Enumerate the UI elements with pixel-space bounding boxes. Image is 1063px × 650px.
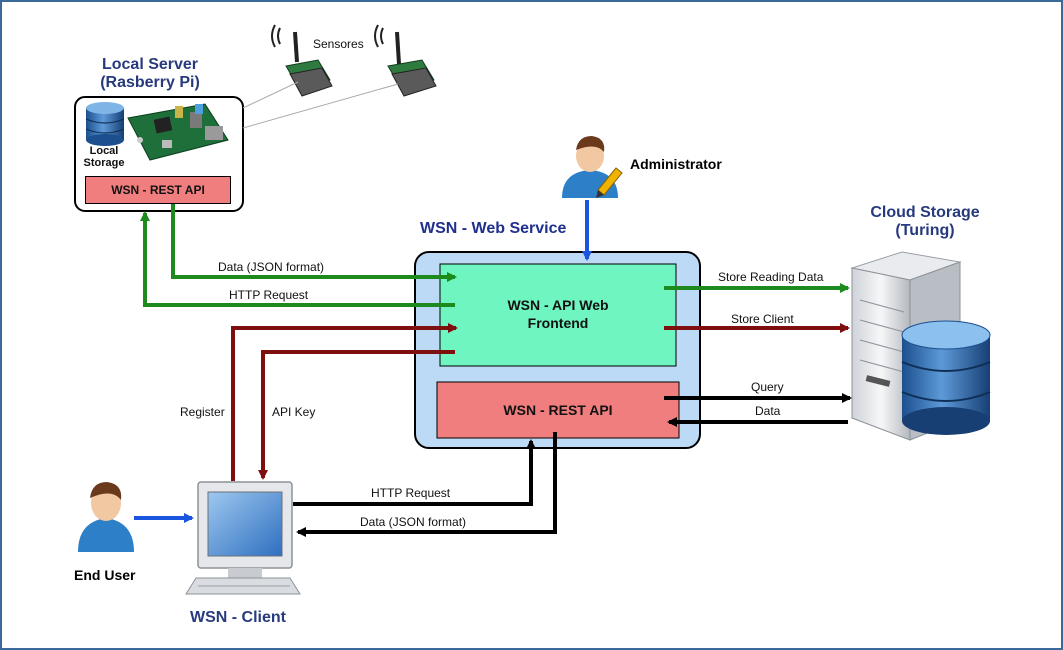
- local-rest-api-label: WSN - REST API: [111, 183, 205, 197]
- arrow-data-json-to-client: [296, 432, 557, 537]
- edge-label-api-key: API Key: [272, 405, 316, 419]
- edge-label-store-client: Store Client: [731, 312, 794, 326]
- arrow-http-request-to-local-server: [140, 211, 455, 307]
- administrator-label: Administrator: [630, 156, 722, 172]
- sensor-node-1-icon: [271, 24, 333, 97]
- local-storage-label: Local Storage: [78, 145, 130, 169]
- cloud-storage-title-line2: (Turing): [895, 222, 955, 239]
- api-web-frontend-label-line2: Frontend: [527, 315, 589, 331]
- edge-label-query: Query: [751, 380, 784, 394]
- sensors-label: Sensores: [313, 37, 364, 51]
- cloud-database-icon: [901, 320, 991, 435]
- local-storage-label-line2: Storage: [83, 157, 125, 169]
- sensor-node-2-icon: [374, 24, 437, 97]
- edge-label-store-reading-data: Store Reading Data: [718, 270, 824, 284]
- cloud-storage-title-line1: Cloud Storage: [870, 204, 980, 221]
- edge-label-http-request-bottom: HTTP Request: [371, 486, 451, 500]
- client-computer-icon: [185, 481, 301, 595]
- local-server-title: Local Server (Rasberry Pi): [70, 56, 230, 92]
- web-service-rest-api-box: [436, 381, 680, 439]
- arrow-register: [231, 323, 458, 481]
- local-storage-icon: [85, 102, 125, 146]
- sensor-link-1: [242, 81, 299, 109]
- arrow-http-request-to-rest-api: [293, 439, 536, 506]
- local-storage-label-line1: Local: [89, 145, 119, 157]
- sensor-link-2: [242, 83, 399, 129]
- api-web-frontend-label: WSN - API Web Frontend: [440, 296, 676, 332]
- local-rest-api-box: [85, 176, 231, 204]
- edge-label-data-json-bottom: Data (JSON format): [360, 515, 467, 529]
- edge-label-data-json-top: Data (JSON format): [218, 260, 325, 274]
- local-server-title-line1: Local Server: [101, 56, 199, 73]
- end-user-label: End User: [74, 567, 136, 583]
- api-web-frontend-label-line1: WSN - API Web: [507, 297, 609, 313]
- local-server-title-line2: (Rasberry Pi): [100, 74, 200, 91]
- administrator-person-icon: [562, 136, 623, 198]
- arrow-api-key: [258, 350, 455, 480]
- arrow-data-json-to-frontend: [171, 203, 457, 282]
- edge-label-data: Data: [755, 404, 781, 418]
- end-user-person-icon: [78, 482, 134, 552]
- web-service-rest-api-label: WSN - REST API: [503, 402, 613, 418]
- client-title: WSN - Client: [190, 609, 286, 626]
- edge-label-http-request-top: HTTP Request: [229, 288, 309, 302]
- edge-label-register: Register: [180, 405, 225, 419]
- raspberry-pi-board-icon: [127, 103, 229, 161]
- cloud-storage-title: Cloud Storage (Turing): [855, 204, 995, 240]
- api-web-frontend-box: [439, 263, 677, 367]
- web-service-title: WSN - Web Service: [420, 220, 567, 237]
